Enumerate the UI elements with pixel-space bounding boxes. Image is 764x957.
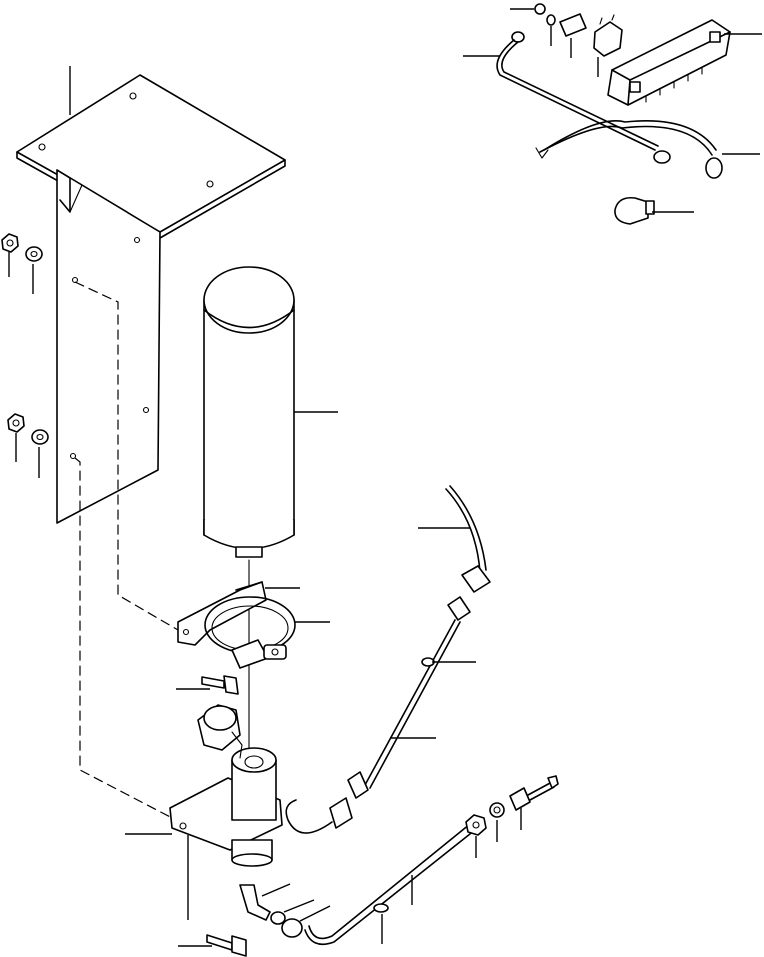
alignment-line-lower [74, 457, 177, 821]
hex-nut-upper [1, 233, 19, 253]
filter-head-valve [169, 747, 283, 867]
cable-ground-strap [496, 31, 671, 164]
hex-nut-lower [7, 413, 25, 433]
lock-washer-upper [25, 246, 43, 262]
leader-line-nut-elbow [299, 905, 331, 922]
sensor-wire-harness [285, 485, 491, 834]
mounting-bracket-plate [16, 74, 286, 524]
leader-line-elbow [261, 883, 291, 897]
elbow-fitting [239, 884, 303, 938]
small-nut-top [534, 3, 546, 15]
lock-washer-lower [31, 429, 49, 445]
mounting-strap-clamp [177, 581, 296, 669]
drain-valve-fitting [509, 775, 559, 811]
relay-plate [559, 13, 587, 37]
pressure-sensor-cap [197, 704, 243, 759]
hex-bolt-lower [206, 934, 247, 957]
fuse-block [607, 19, 731, 106]
small-washer-top [546, 14, 556, 26]
indicator-lamp [614, 196, 655, 225]
alignment-line-upper [74, 281, 179, 631]
drain-nut [465, 814, 487, 836]
battery-cable [535, 120, 723, 179]
filter-canister [203, 266, 295, 558]
hex-bolt-upper [201, 675, 239, 695]
relay-unit [593, 14, 623, 57]
drain-tube [304, 823, 476, 946]
leader-line-washer-elbow [283, 899, 315, 913]
drain-washer [489, 802, 505, 818]
